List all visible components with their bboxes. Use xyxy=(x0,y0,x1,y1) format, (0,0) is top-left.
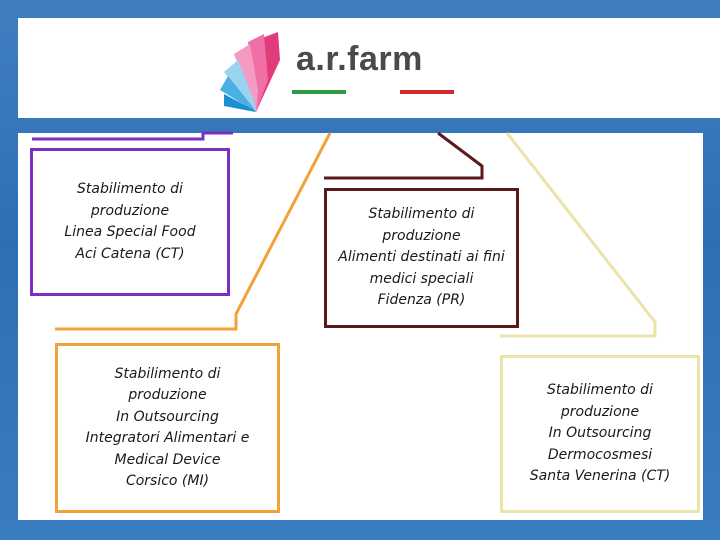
flag-green xyxy=(292,90,346,94)
box-text-line: Linea Special Food xyxy=(64,224,196,240)
logo-petal xyxy=(224,94,256,112)
italian-flag-stripe xyxy=(292,90,454,94)
box-text-line: Corsico (MI) xyxy=(125,473,210,489)
box-text-line: Santa Venerina (CT) xyxy=(529,468,671,485)
box-text-line: Fidenza (PR) xyxy=(377,292,466,309)
box-text-line: Integratori Alimentari e xyxy=(85,430,250,446)
box-text-line: Stabilimento di xyxy=(114,365,221,382)
arfarm-logo-icon xyxy=(220,32,280,112)
logo-petal xyxy=(220,76,256,112)
flag-red xyxy=(400,90,454,94)
box-text-line: In Outsourcing xyxy=(116,408,219,425)
connector-santa-venerina xyxy=(500,132,657,338)
box-text-line: medici speciali xyxy=(369,270,474,287)
connector-special-food xyxy=(32,131,233,141)
box-text-line: produzione xyxy=(90,202,170,219)
box-text-line: Medical Device xyxy=(114,451,221,468)
box-text-line: Dermocosmesi xyxy=(547,446,653,463)
flag-white xyxy=(346,90,400,94)
logo-petal xyxy=(224,60,256,112)
connector-fidenza xyxy=(324,131,484,180)
box-text-line: In Outsourcing xyxy=(548,425,652,442)
box-text-line: Stabilimento di xyxy=(547,382,653,399)
box-text-line: Aci Catena (CT) xyxy=(75,245,185,262)
box-text-line: produzione xyxy=(560,403,640,420)
logo-petal xyxy=(248,34,268,112)
box-text-line: Stabilimento di xyxy=(368,206,475,223)
header-banner xyxy=(18,18,720,118)
connector-corsico xyxy=(55,132,332,331)
box-text-line: Alimenti destinati ai fini xyxy=(338,249,505,266)
box-text-line: produzione xyxy=(128,387,207,403)
box-text-line: Stabilimento di xyxy=(77,181,183,197)
box-text-line: produzione xyxy=(382,227,461,244)
company-logo-text: a.r.farm xyxy=(296,40,423,78)
